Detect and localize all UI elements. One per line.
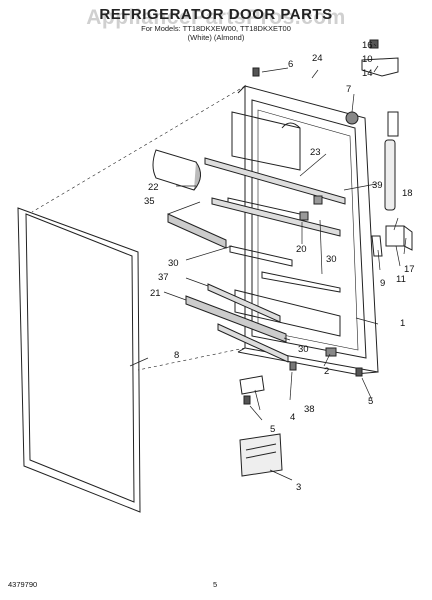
lower-rail-38 [217, 323, 289, 363]
callout-1: 1 [400, 318, 405, 329]
shelf-rail-upper [204, 157, 346, 205]
callout-22: 22 [148, 182, 159, 193]
door-bin [234, 289, 341, 337]
cover-22 [152, 149, 200, 191]
lower-rail-37 [207, 283, 281, 323]
callout-35: 35 [144, 196, 155, 207]
callout-9: 9 [380, 278, 385, 289]
callout-21: 21 [150, 288, 161, 299]
callout-30b: 30 [168, 258, 179, 269]
callout-24: 24 [312, 53, 323, 64]
hinge-bracket [361, 57, 399, 77]
hinge-tube [387, 111, 399, 137]
callout-labels: 16 10 14 6 24 7 23 22 35 39 18 20 30 30 … [144, 40, 415, 493]
callout-7: 7 [346, 84, 351, 95]
door-gasket [17, 207, 141, 513]
callout-6: 6 [288, 59, 293, 70]
callout-11: 11 [396, 274, 406, 285]
callout-17: 17 [404, 264, 415, 275]
callout-8: 8 [174, 350, 179, 361]
callout-30c: 30 [298, 344, 309, 355]
callout-39: 39 [372, 180, 383, 191]
callout-30a: 30 [326, 254, 337, 265]
models-subtitle: For Models: TT18DKXEW00, TT18DKXET00 [141, 24, 291, 33]
color-variants: (White) (Almond) [187, 33, 245, 42]
footer-part-number: 4379790 [8, 580, 38, 589]
rail-35 [167, 213, 227, 249]
callout-16: 16 [362, 40, 373, 51]
callout-5a: 5 [368, 396, 373, 407]
callout-37: 37 [158, 272, 169, 283]
callout-18: 18 [402, 188, 413, 199]
callout-10: 10 [362, 54, 373, 65]
shelf-rail-middle [211, 197, 341, 237]
callout-2: 2 [324, 366, 329, 377]
lower-rail-21 [185, 295, 287, 343]
page-title: REFRIGERATOR DOOR PARTS [99, 6, 333, 23]
callout-4: 4 [290, 412, 295, 423]
callout-20: 20 [296, 244, 307, 255]
callout-23: 23 [310, 147, 321, 158]
footer-page-number: 5 [213, 580, 218, 589]
lower-hinge [371, 235, 383, 257]
dairy-compartment [231, 111, 301, 171]
callout-38: 38 [304, 404, 315, 415]
handle-bar [384, 139, 396, 211]
bottom-hinge [239, 375, 265, 395]
callout-3: 3 [296, 482, 301, 493]
callout-14: 14 [362, 68, 373, 79]
callout-5b: 5 [270, 424, 275, 435]
